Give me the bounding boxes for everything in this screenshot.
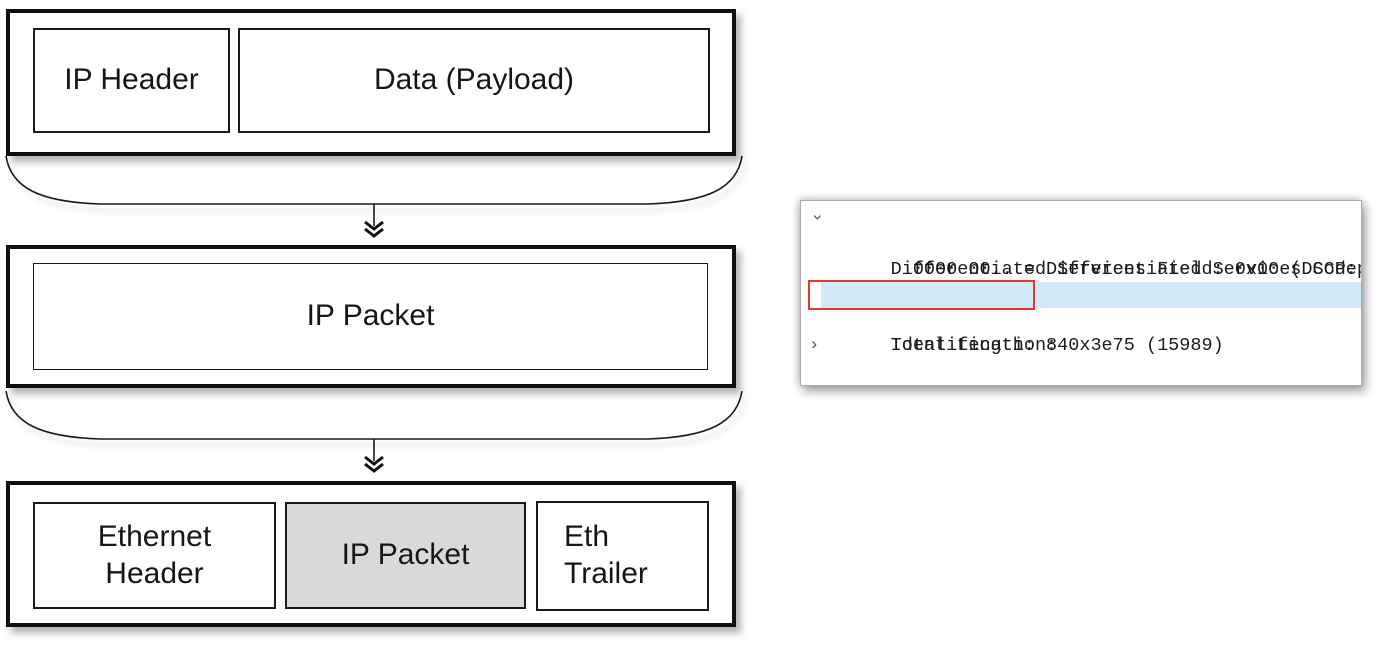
down-chevron-icon — [364, 455, 384, 466]
packet-detail-text: Identification: 0x3e75 (15989) — [890, 334, 1224, 356]
expand-chevron-icon[interactable]: › — [807, 212, 826, 223]
data-payload-box: Data (Payload) — [238, 28, 710, 133]
packet-detail-row-identification[interactable]: Identification: 0x3e75 (15989) — [801, 308, 1361, 356]
data-payload-label: Data (Payload) — [373, 63, 575, 97]
eth-trailer-box: Eth Trailer — [536, 501, 709, 611]
down-chevron-icon — [364, 227, 384, 238]
ip-packet-label: IP Packet — [306, 299, 435, 333]
packet-detail-row-dscp[interactable]: 0000 00.. = Differentiated Services Code… — [801, 231, 1361, 280]
brace-arrow-bottom — [5, 390, 743, 473]
ip-header-box: IP Header — [33, 28, 230, 133]
packet-detail-row-total-length[interactable]: Total Length: 84 — [808, 279, 1361, 356]
packet-detail-row-ttl[interactable]: Time to live: 255 — [801, 358, 1361, 383]
packet-detail-row-ecn[interactable]: .... ..00 = Explicit Congestion Notifica… — [801, 257, 1361, 305]
collapse-chevron-icon[interactable]: › — [809, 335, 820, 355]
packet-detail-row-diffserv[interactable]: › Differentiated Services Field: 0x00 (D… — [801, 206, 1361, 280]
ip-packet-box: IP Packet — [33, 263, 708, 370]
packet-detail-text: Total Length: 84 — [890, 334, 1069, 356]
packet-details-panel: › Differentiated Services Field: 0x00 (D… — [800, 200, 1362, 386]
ethernet-header-label: Ethernet Header — [97, 519, 212, 590]
packet-detail-text: 0000 00.. = Differentiated Services Code… — [912, 258, 1361, 280]
ip-header-label: IP Header — [64, 63, 199, 97]
eth-trailer-label: Eth Trailer — [564, 520, 648, 590]
total-length-annotation-box — [808, 279, 1035, 310]
encapsulated-ip-packet-box: IP Packet — [285, 502, 526, 609]
encapsulated-ip-packet-label: IP Packet — [341, 538, 470, 572]
packet-detail-text: Differentiated Services Field: 0x00 (DSC… — [890, 258, 1362, 280]
down-chevron-icon — [364, 220, 384, 231]
brace-arrow-top — [5, 155, 743, 238]
brace-curve — [5, 155, 743, 205]
brace-curve — [5, 390, 743, 440]
down-chevron-icon — [364, 462, 384, 473]
packet-detail-row-flags[interactable]: › Flags: 0x4000, Don't fragment — [801, 333, 1361, 358]
ethernet-header-box: Ethernet Header — [33, 502, 276, 609]
